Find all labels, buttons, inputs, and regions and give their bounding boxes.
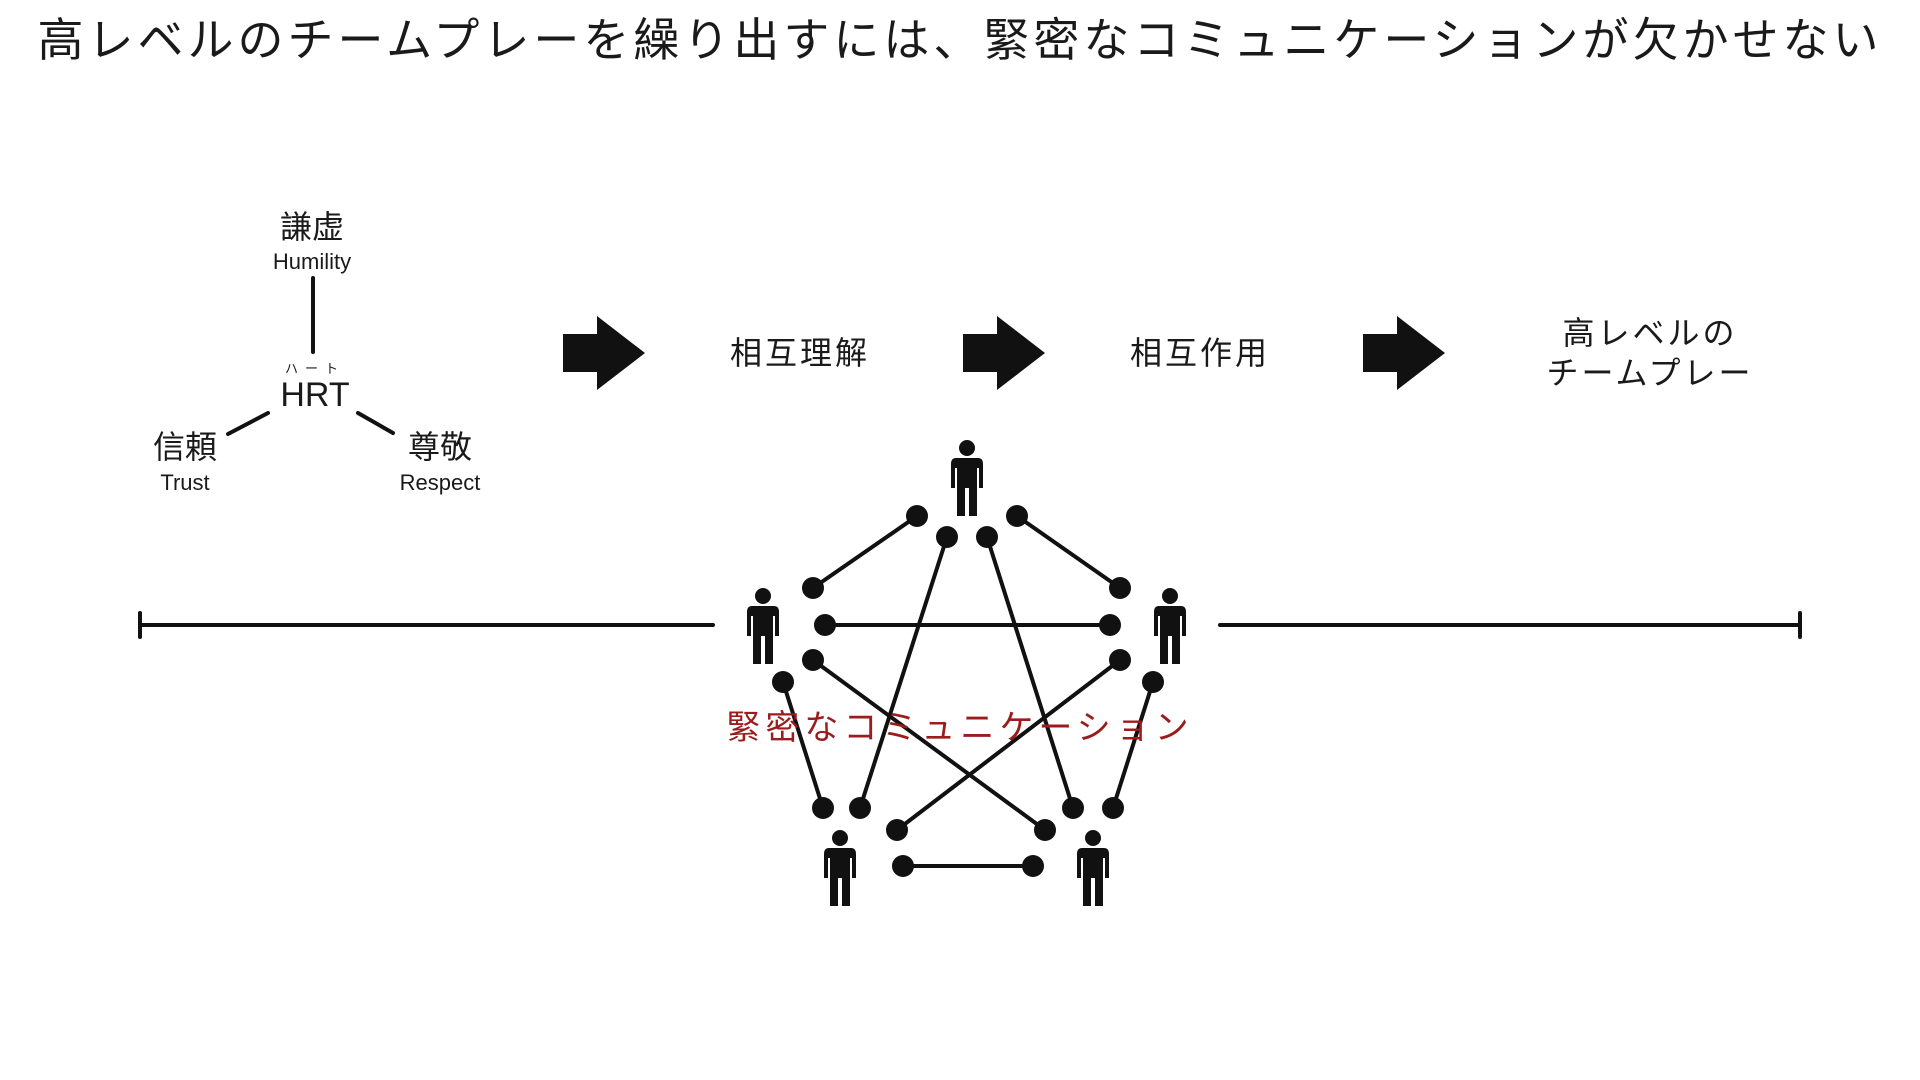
link-left-bottomright <box>811 658 1047 832</box>
dot <box>892 855 914 877</box>
mutual-interaction-label: 相互作用 <box>1129 334 1270 372</box>
dot <box>802 577 824 599</box>
flow-arrow-2 <box>963 316 1045 390</box>
high-level-teamplay-label-line1: 高レベルの <box>1562 314 1738 352</box>
network-dots <box>772 505 1164 877</box>
dot <box>812 797 834 819</box>
page-title: 高レベルのチームプレーを繰り出すには、緊密なコミュニケーションが欠かせない <box>37 13 1883 67</box>
dot <box>772 671 794 693</box>
dot <box>1102 797 1124 819</box>
dot <box>1099 614 1121 636</box>
hrt-connectors <box>226 276 395 436</box>
dot <box>802 649 824 671</box>
link-top-bottomleft <box>858 535 949 810</box>
dot <box>1022 855 1044 877</box>
link-top-bottomright <box>985 535 1075 810</box>
person-icon <box>1154 588 1186 664</box>
mutual-understanding-label: 相互理解 <box>729 334 870 372</box>
dot <box>849 797 871 819</box>
dot <box>814 614 836 636</box>
span-line <box>138 611 1802 639</box>
trust-connector <box>226 411 270 436</box>
flow-arrow-1 <box>563 316 645 390</box>
trust-english-label: Trust <box>160 470 210 495</box>
respect-label: 尊敬 <box>407 428 472 466</box>
network-links <box>781 514 1155 868</box>
dot <box>1142 671 1164 693</box>
link-left-bottomleft <box>781 680 825 810</box>
person-icon <box>824 830 856 906</box>
hrt-ruby: ハート <box>284 362 345 377</box>
dot <box>906 505 928 527</box>
dot <box>976 526 998 548</box>
link-top-left <box>811 514 919 590</box>
hrt-label: HRT <box>280 376 350 414</box>
trust-label: 信頼 <box>152 428 217 466</box>
flow-arrows <box>563 316 1445 390</box>
humility-label: 謙虚 <box>279 208 344 246</box>
dot <box>1109 577 1131 599</box>
flow-arrow-3 <box>1363 316 1445 390</box>
dot <box>1109 649 1131 671</box>
person-icon <box>747 588 779 664</box>
link-top-right <box>1015 514 1122 590</box>
link-right-bottomright <box>1111 680 1155 810</box>
respect-connector <box>356 411 395 435</box>
person-icon <box>951 440 983 516</box>
dot <box>1034 819 1056 841</box>
link-right-bottomleft <box>895 658 1122 832</box>
dot <box>936 526 958 548</box>
team-members <box>747 440 1186 906</box>
person-icon <box>1077 830 1109 906</box>
respect-english-label: Respect <box>399 470 481 495</box>
high-level-teamplay-label-line2: チームプレー <box>1546 354 1754 392</box>
close-communication-label: 緊密なコミュニケーション <box>726 708 1194 748</box>
humility-english-label: Humility <box>272 249 352 274</box>
dot <box>886 819 908 841</box>
dot <box>1062 797 1084 819</box>
dot <box>1006 505 1028 527</box>
